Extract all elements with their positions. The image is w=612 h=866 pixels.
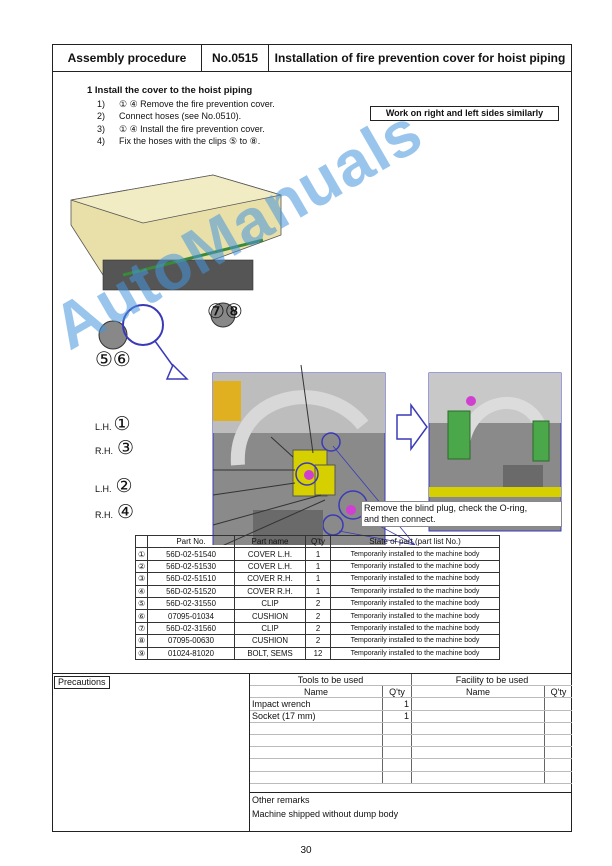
step-title: 1 Install the cover to the hoist piping <box>87 85 253 96</box>
tools-panel: Tools to be used Facility to be used Nam… <box>249 674 572 832</box>
tools-title: Tools to be used <box>250 674 412 687</box>
step-item: 3)① ④ Install the fire prevention cover. <box>97 123 265 134</box>
section-label: Assembly procedure <box>53 45 202 71</box>
other-remarks: Other remarks Machine shipped without du… <box>250 792 572 821</box>
table-row: Socket (17 mm)1 <box>250 710 572 723</box>
step-item: 2)Connect hoses (see No.0510). <box>97 111 242 122</box>
remarks-label: Other remarks <box>252 795 310 805</box>
detail-photo-left <box>212 364 386 545</box>
step-item: 4)Fix the hoses with the clips ⑤ to ⑧. <box>97 136 261 147</box>
tools-table: Tools to be used Facility to be used Nam… <box>250 674 572 784</box>
parts-table-header: Part No. Part name Q'ty State of part (p… <box>135 534 500 549</box>
procedure-number: No.0515 <box>202 45 269 71</box>
blind-plug-note: Remove the blind plug, check the O-ring,… <box>361 501 562 527</box>
sheet-header: Assembly procedure No.0515 Installation … <box>53 45 571 72</box>
label-lh-2: L.H.② <box>95 476 133 497</box>
right-arrow-icon <box>396 402 428 452</box>
facility-title: Facility to be used <box>411 674 572 687</box>
callout-7-8: ⑦⑧ <box>207 301 243 323</box>
procedure-title: Installation of fire prevention cover fo… <box>274 51 566 65</box>
parts-table: Part No. Part name Q'ty State of part (p… <box>135 534 500 660</box>
precautions-label: Precautions <box>54 676 110 689</box>
step-list: 1)① ④ Remove the fire prevention cover. … <box>97 98 275 148</box>
remarks-text: Machine shipped without dump body <box>252 809 399 819</box>
work-note: Work on right and left sides similarly <box>370 106 559 121</box>
page-number: 30 <box>300 845 312 856</box>
step-item: 1)① ④ Remove the fire prevention cover. <box>97 99 275 109</box>
truck-overview-illustration <box>70 174 282 380</box>
label-rh-4: R.H.④ <box>95 502 135 523</box>
label-lh-1: L.H.① <box>95 414 131 435</box>
label-rh-3: R.H.③ <box>95 438 135 459</box>
callout-5-6: ⑤⑥ <box>95 349 131 371</box>
procedure-sheet: Assembly procedure No.0515 Installation … <box>52 44 572 832</box>
bottom-section: Precautions Tools to be used Facility to… <box>53 673 572 832</box>
